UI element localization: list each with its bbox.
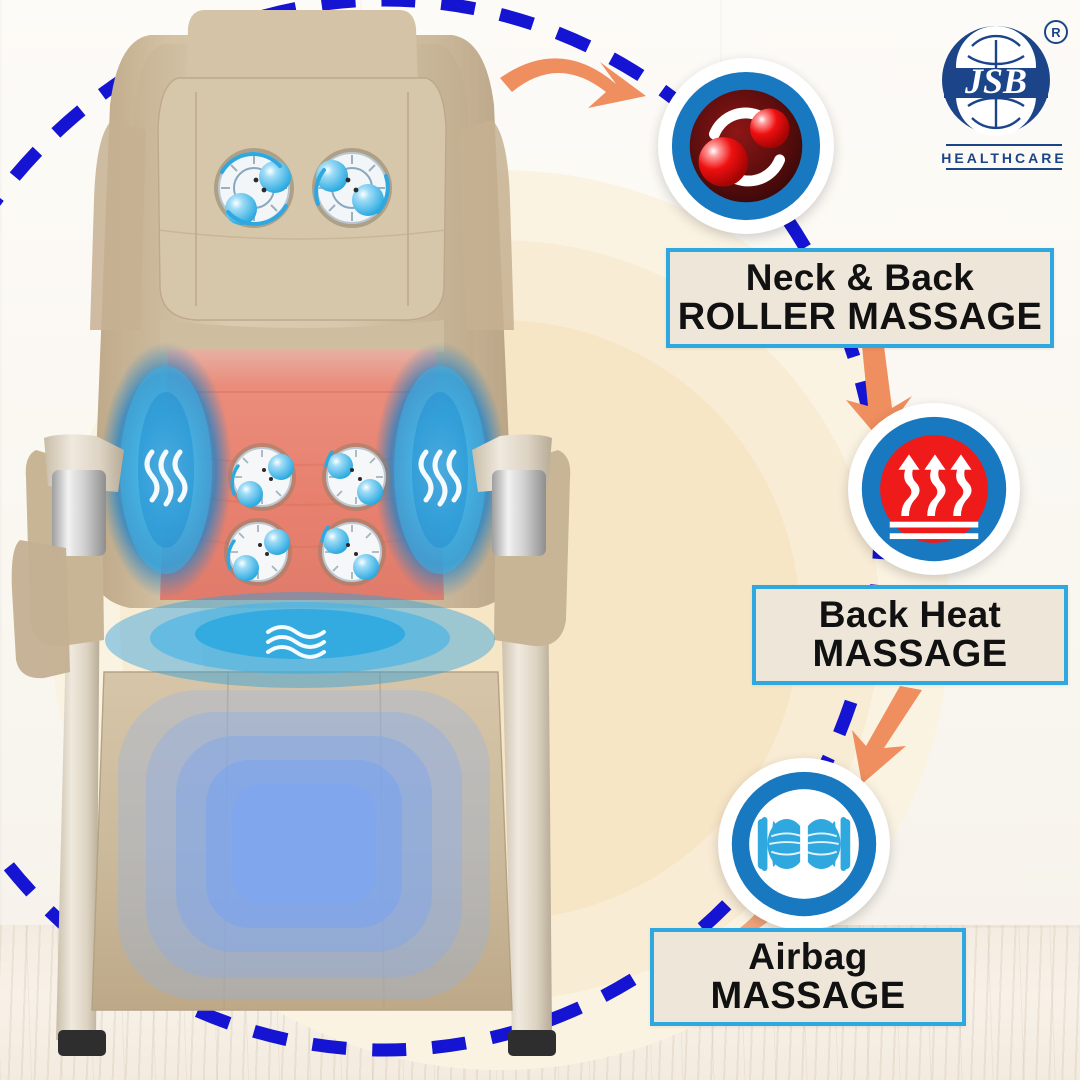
back-roller-overlay-2 (322, 443, 390, 511)
roller-massage-icon[interactable] (658, 58, 834, 234)
label-roller-line2: ROLLER MASSAGE (677, 296, 1043, 339)
seat-airbag-glow (118, 690, 490, 1000)
label-airbag: Airbag MASSAGE (650, 928, 966, 1026)
logo-subtitle: HEALTHCARE (941, 150, 1066, 166)
massage-chair-illustration (11, 10, 571, 1056)
neck-roller-overlay-right (312, 148, 392, 228)
registered-mark: R (1051, 25, 1061, 40)
back-heat-icon[interactable] (848, 403, 1020, 575)
logo-wordmark: JSB (964, 61, 1027, 101)
jsb-healthcare-logo: JSB R HEALTHCARE (938, 18, 1070, 178)
label-roller-line1: Neck & Back (745, 257, 975, 299)
label-airbag-line2: MASSAGE (710, 975, 906, 1018)
label-back-heat: Back Heat MASSAGE (752, 585, 1068, 685)
heat-glow-right (374, 342, 506, 598)
label-heat-line1: Back Heat (818, 594, 1002, 636)
heat-glow-left (100, 342, 232, 598)
label-airbag-line1: Airbag (748, 936, 868, 978)
airbag-massage-icon[interactable] (718, 758, 890, 930)
label-roller-massage: Neck & Back ROLLER MASSAGE (666, 248, 1054, 348)
back-roller-overlay-1 (228, 443, 296, 511)
label-heat-line2: MASSAGE (812, 633, 1008, 676)
back-roller-overlay-4 (318, 518, 386, 586)
seat-vibration-glow (105, 592, 495, 688)
neck-roller-overlay-left (214, 148, 294, 228)
back-roller-overlay-3 (224, 518, 292, 586)
